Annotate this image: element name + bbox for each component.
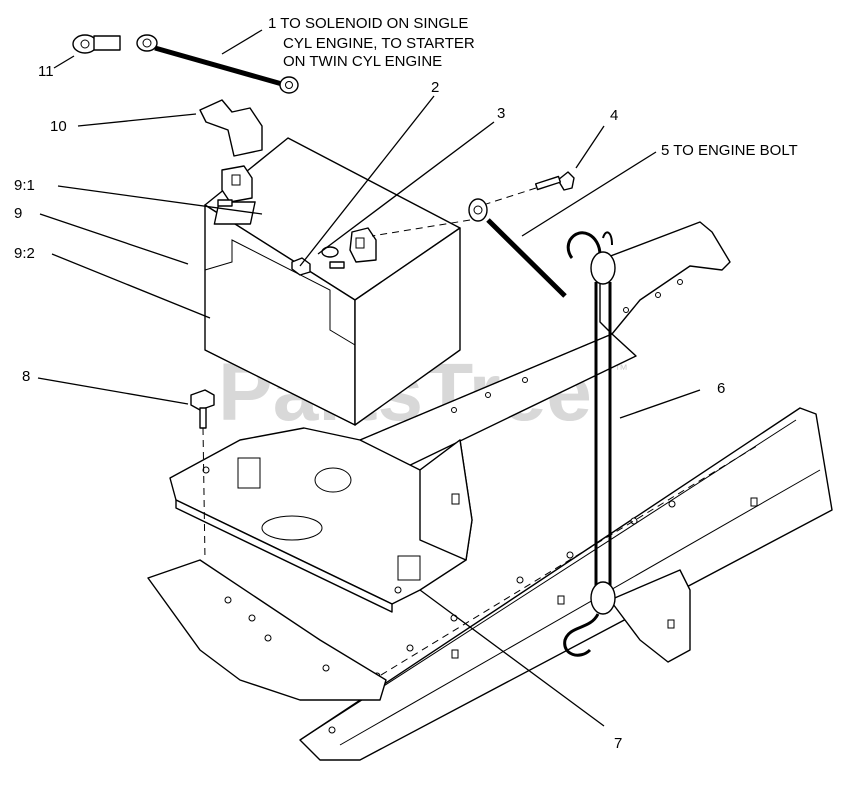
bolt-4 [479,171,575,207]
leader-lines [37,29,701,727]
callout-8: 8 [22,368,30,385]
frame-plate-left [147,559,387,701]
callout-labels: 1 TO SOLENOID ON SINGLE CYL ENGINE, TO S… [14,15,798,752]
callout-1-line1: 1 TO SOLENOID ON SINGLE [268,15,468,32]
callout-1-line2: CYL ENGINE, TO STARTER [283,35,475,52]
cable-1 [136,34,299,94]
hold-down-rod [563,231,616,657]
callout-1-line3: ON TWIN CYL ENGINE [283,53,442,70]
callout-9-2: 9:2 [14,245,35,262]
washer-3 [321,246,339,258]
frame-rail-upper [359,221,731,471]
callout-9: 9 [14,205,22,222]
callout-2: 2 [431,79,439,96]
callout-3: 3 [497,105,505,122]
callout-10: 10 [50,118,67,135]
callout-4: 4 [610,107,618,124]
battery [204,137,461,426]
nut-2 [291,257,311,276]
bolt-8 [190,389,215,561]
battery-tray [169,427,473,613]
callout-5: 5 TO ENGINE BOLT [661,142,798,159]
callout-7: 7 [614,735,622,752]
callout-9-1: 9:1 [14,177,35,194]
terminal-boot-10 [199,99,263,157]
callout-11: 11 [38,63,54,80]
frame-bracket-right [609,569,691,663]
callout-6: 6 [717,380,725,397]
cable-5 [371,198,567,298]
terminal-clamp-11 [72,34,121,54]
